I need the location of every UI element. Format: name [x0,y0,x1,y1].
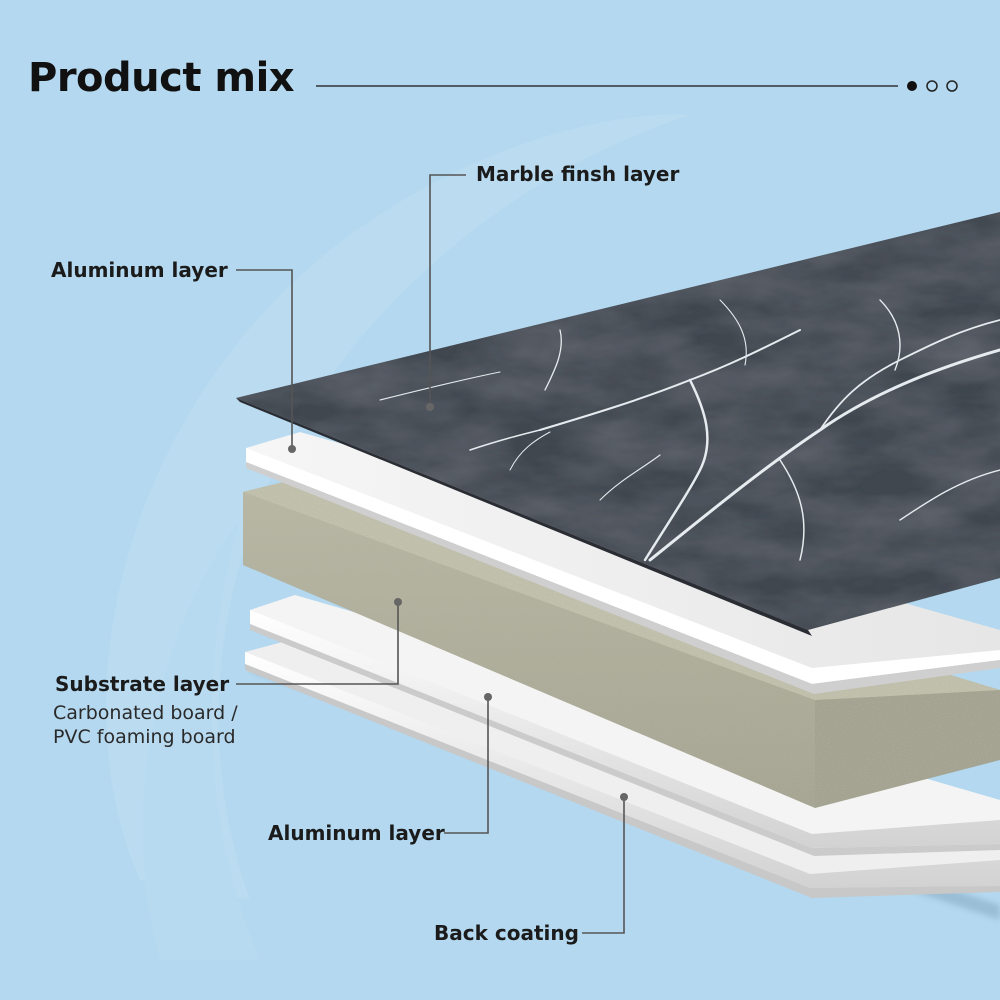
leader-substrate [236,604,399,685]
leader-dot-back-coating [620,793,628,801]
leader-lines [236,174,625,934]
leader-dot-substrate [394,598,402,606]
page-title: Product mix [28,55,295,101]
pager-dots [907,80,958,92]
leader-dot-marble [426,403,434,411]
label-substrate-line1: Carbonated board / [53,702,238,724]
label-back-coating: Back coating [434,921,579,945]
marble-finish-slab [236,212,1000,636]
leader-dot-aluminum-top [288,445,296,453]
background-swoosh [105,114,690,960]
leader-marble-finish [429,174,466,405]
pager-dot [926,80,938,92]
pager-dot-active [907,81,917,91]
pager-dot [946,80,958,92]
leader-aluminum-bottom [444,698,489,834]
marble-veins [379,299,1000,562]
label-substrate: Substrate layer [55,672,230,696]
leader-aluminum-top [236,269,293,447]
label-aluminum-top: Aluminum layer [51,258,228,282]
leader-dot-aluminum-bottom [484,693,492,701]
label-substrate-line2: PVC foaming board [53,726,236,748]
leader-back-coating [582,798,625,934]
label-aluminum-bottom: Aluminum layer [268,821,445,845]
label-marble-finish: Marble finsh layer [476,162,680,186]
leader-dots [288,403,628,801]
